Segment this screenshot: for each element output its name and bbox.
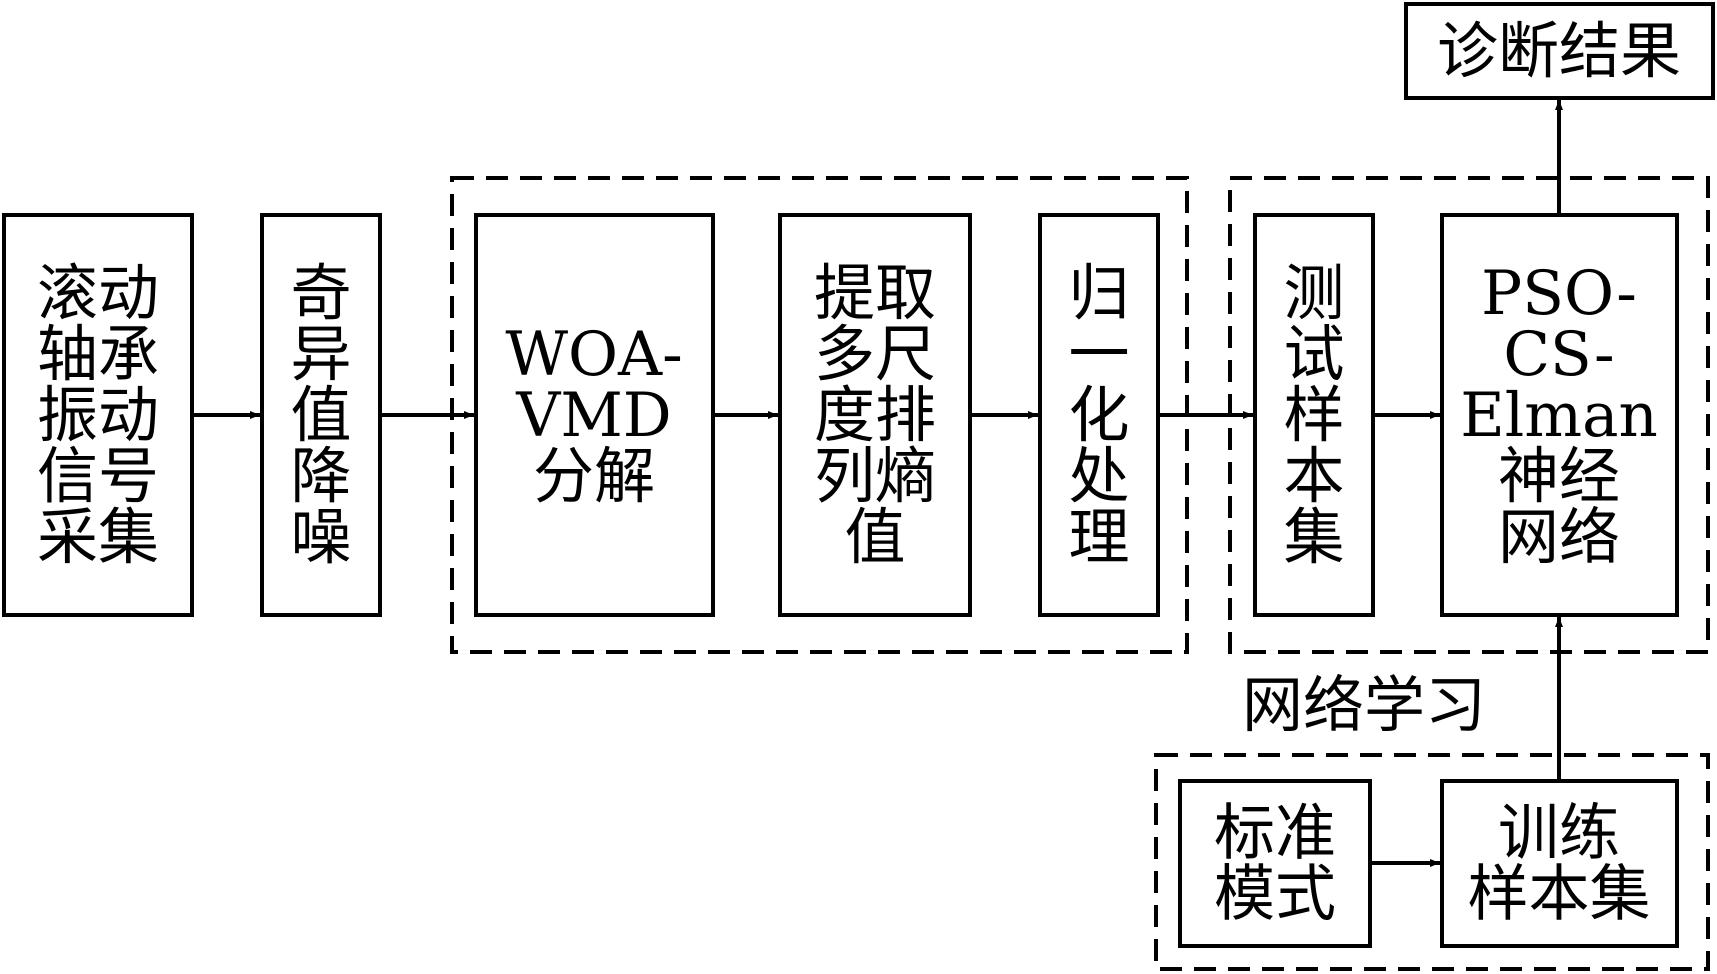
standard-label: 标准模式 (1214, 798, 1336, 930)
test-set-label: 测试样本集 (1283, 258, 1344, 573)
denoise-label: 奇异值降噪 (290, 258, 351, 573)
node-line: 一 (1068, 319, 1129, 390)
node-line: 奇 (290, 258, 351, 329)
node-line: CS- (1503, 319, 1614, 390)
standard-box (1178, 779, 1372, 948)
result-label: 诊断结果 (1437, 16, 1681, 87)
node-line: 诊断结果 (1437, 16, 1681, 87)
node-line: 处 (1068, 441, 1129, 512)
acquisition-box (2, 213, 194, 617)
node-line: 降 (290, 441, 351, 512)
node-line: 异 (290, 319, 351, 390)
node-line: 归 (1068, 258, 1129, 329)
node-line: 本 (1283, 441, 1344, 512)
network-learning-label: 网络学习 (1242, 670, 1486, 741)
node-line: VMD (515, 380, 671, 451)
node-line: 网络 (1498, 502, 1620, 573)
node-line: WOA- (505, 319, 682, 390)
train-set-label: 训练样本集 (1467, 798, 1650, 930)
node-line: 列熵 (814, 441, 936, 512)
mpe-label: 提取多尺度排列熵值 (814, 258, 936, 573)
node-line: 样 (1283, 380, 1344, 451)
node-line: 噪 (290, 502, 351, 573)
node-line: 采集 (37, 502, 159, 573)
node-line: 测 (1283, 258, 1344, 329)
node-line: 标准 (1214, 798, 1336, 869)
node-line: 多尺 (814, 319, 936, 390)
node-line: 分解 (533, 441, 655, 512)
node-line: 度排 (814, 380, 936, 451)
training-group (1154, 753, 1710, 971)
node-line: 理 (1068, 502, 1129, 573)
node-line: 样本集 (1467, 859, 1650, 930)
node-line: 试 (1283, 319, 1344, 390)
node-line: 信号 (37, 441, 159, 512)
result-box (1404, 2, 1715, 100)
normalize-box (1038, 213, 1160, 617)
node-line: 模式 (1214, 859, 1336, 930)
test-set-box (1253, 213, 1375, 617)
node-line: 提取 (814, 258, 936, 329)
mpe-box (778, 213, 972, 617)
node-line: 滚动 (37, 258, 159, 329)
node-line: Elman (1460, 380, 1658, 451)
node-line: 集 (1283, 502, 1344, 573)
node-line: 值 (290, 380, 351, 451)
node-line: 轴承 (37, 319, 159, 390)
normalize-label: 归一化处理 (1068, 258, 1129, 573)
node-line: PSO- (1481, 258, 1637, 329)
node-line: 振动 (37, 380, 159, 451)
node-line: 化 (1068, 380, 1129, 451)
acquisition-label: 滚动轴承振动信号采集 (37, 258, 159, 573)
node-line: 值 (844, 502, 905, 573)
train-set-box (1440, 779, 1679, 948)
node-line: 神经 (1498, 441, 1620, 512)
node-line: 训练 (1498, 798, 1620, 869)
woa-vmd-box (474, 213, 715, 617)
model-box (1440, 213, 1679, 617)
